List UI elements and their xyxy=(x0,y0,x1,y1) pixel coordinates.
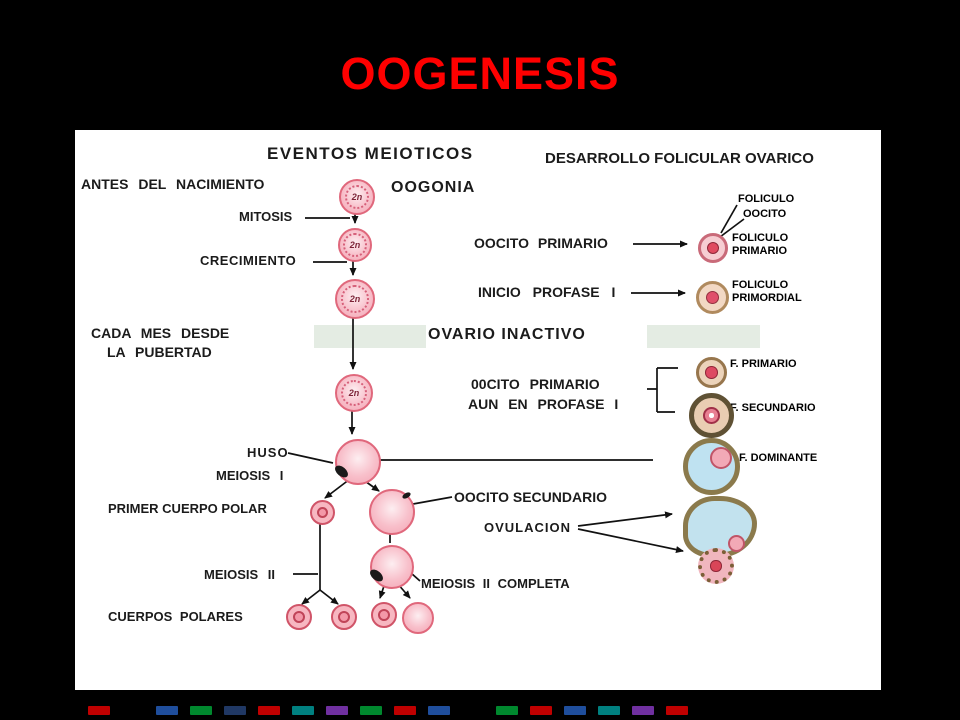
oocyte-dot xyxy=(728,535,745,552)
ploidy-label: 2n xyxy=(349,294,361,304)
label-foliculo-primordial: FOLICULO PRIMORDIAL xyxy=(732,279,802,305)
oocyte-dot xyxy=(706,291,719,304)
label-oocito: OOCITO xyxy=(743,208,787,220)
cell-oogonia-mitosis: 2n xyxy=(338,228,372,262)
label-foliculo-primordial-line1: FOLICULO xyxy=(732,279,789,291)
cell-oogonia: 2n xyxy=(339,179,375,215)
label-foliculo-primordial-line2: PRIMORDIAL xyxy=(732,292,802,304)
cell-nucleus: 2n xyxy=(341,285,369,313)
label-oocito-primario-aun-1: 00CITO PRIMARIO xyxy=(471,376,600,392)
follicle-primario-top xyxy=(698,233,728,263)
label-meiosis-ii: MEIOSIS II xyxy=(204,567,276,582)
label-cada-mes-desde: CADA MES DESDE xyxy=(91,325,230,341)
label-meiosis-i: MEIOSIS I xyxy=(216,468,284,483)
label-primer-cuerpo-polar: PRIMER CUERPO POLAR xyxy=(108,501,267,516)
cell-nucleus: 2n xyxy=(343,233,367,257)
follicle-f-secundario xyxy=(689,393,734,438)
ploidy-label: 2n xyxy=(348,388,360,398)
label-f-dominante: F. DOMINANTE xyxy=(739,452,818,464)
strip-block xyxy=(394,706,416,715)
oocyte-dot xyxy=(710,560,722,572)
cuerpo-polar-cell xyxy=(371,602,397,628)
strip-block xyxy=(564,706,586,715)
spindle-icon xyxy=(332,463,351,480)
cell-meiosis-ii xyxy=(367,545,414,589)
cell-meiosis-i-huso xyxy=(332,439,381,485)
label-desarrollo-folicular: DESARROLLO FOLICULAR OVARICO xyxy=(545,150,814,167)
cell-oocito-secundario xyxy=(369,489,415,535)
label-ovario-inactivo: OVARIO INACTIVO xyxy=(428,326,586,343)
follicle-f-dominante xyxy=(683,438,740,495)
strip-block xyxy=(326,706,348,715)
label-ovulacion: OVULACION xyxy=(484,520,571,535)
strip-block xyxy=(496,706,518,715)
label-f-secundario: F. SECUNDARIO xyxy=(730,402,816,414)
cell-oocito-profase: 2n xyxy=(335,374,373,412)
label-cuerpos-polares: CUERPOS POLARES xyxy=(108,609,243,624)
strip-block xyxy=(462,706,484,715)
cuerpo-polar-cell xyxy=(286,604,312,630)
label-oocito-secundario: OOCITO SECUNDARIO xyxy=(454,489,607,505)
diagram-panel: EVENTOS MEIOTICOS DESARROLLO FOLICULAR O… xyxy=(75,130,881,690)
strip-block xyxy=(156,706,178,715)
label-f-primario: F. PRIMARIO xyxy=(730,358,797,370)
label-foliculo-primario-line1: FOLICULO xyxy=(732,232,789,244)
cuerpo-polar-cell xyxy=(331,604,357,630)
strip-block xyxy=(258,706,280,715)
strip-block xyxy=(360,706,382,715)
oocyte-dot xyxy=(703,407,720,424)
oocyte-dot xyxy=(705,366,718,379)
label-foliculo: FOLICULO xyxy=(738,193,795,205)
cell-nucleus: 2n xyxy=(341,380,367,406)
label-huso: HUSO xyxy=(247,445,289,460)
follicle-f-primario xyxy=(696,357,727,388)
strip-block xyxy=(292,706,314,715)
ploidy-label: 2n xyxy=(349,240,361,250)
follicle-primordial xyxy=(696,281,729,314)
strip-block xyxy=(530,706,552,715)
label-foliculo-primario: FOLICULO PRIMARIO xyxy=(732,232,788,258)
oocyte-dot xyxy=(706,241,720,255)
strip-block xyxy=(428,706,450,715)
strip-block xyxy=(88,706,110,715)
label-oogonia: OOGONIA xyxy=(391,179,476,196)
strip-block xyxy=(632,706,654,715)
footer-strip xyxy=(88,706,688,715)
label-crecimiento: CRECIMIENTO xyxy=(200,253,297,268)
label-oocito-primario: OOCITO PRIMARIO xyxy=(474,235,608,251)
oocyte-dot xyxy=(710,447,732,469)
label-oocito-primario-aun-2: AUN EN PROFASE I xyxy=(468,396,619,412)
corpus-luteum xyxy=(698,548,734,584)
strip-block xyxy=(598,706,620,715)
slide-title: OOGENESIS xyxy=(340,48,620,99)
strip-block xyxy=(666,706,688,715)
ploidy-label: 2n xyxy=(351,192,363,202)
spindle-icon xyxy=(367,567,386,584)
label-meiosis-ii-completa: MEIOSIS II COMPLETA xyxy=(421,576,570,591)
highlight-band-left xyxy=(314,325,426,348)
cell-nucleus: 2n xyxy=(344,184,370,210)
label-mitosis: MITOSIS xyxy=(239,209,293,224)
strip-block xyxy=(224,706,246,715)
strip-block xyxy=(122,706,144,715)
label-eventos-meioticos: EVENTOS MEIOTICOS xyxy=(267,144,474,163)
label-inicio-profase: INICIO PROFASE I xyxy=(478,284,616,300)
label-la-pubertad: LA PUBERTAD xyxy=(107,344,212,360)
spindle-icon xyxy=(401,491,412,500)
label-antes-del-nacimiento: ANTES DEL NACIMIENTO xyxy=(81,176,265,192)
highlight-band-right xyxy=(647,325,760,348)
strip-block xyxy=(190,706,212,715)
label-foliculo-primario-line2: PRIMARIO xyxy=(732,245,787,257)
cell-ovulo-final xyxy=(402,602,434,634)
cell-oocito-primario: 2n xyxy=(335,279,375,319)
primer-cuerpo-polar-cell xyxy=(310,500,335,525)
